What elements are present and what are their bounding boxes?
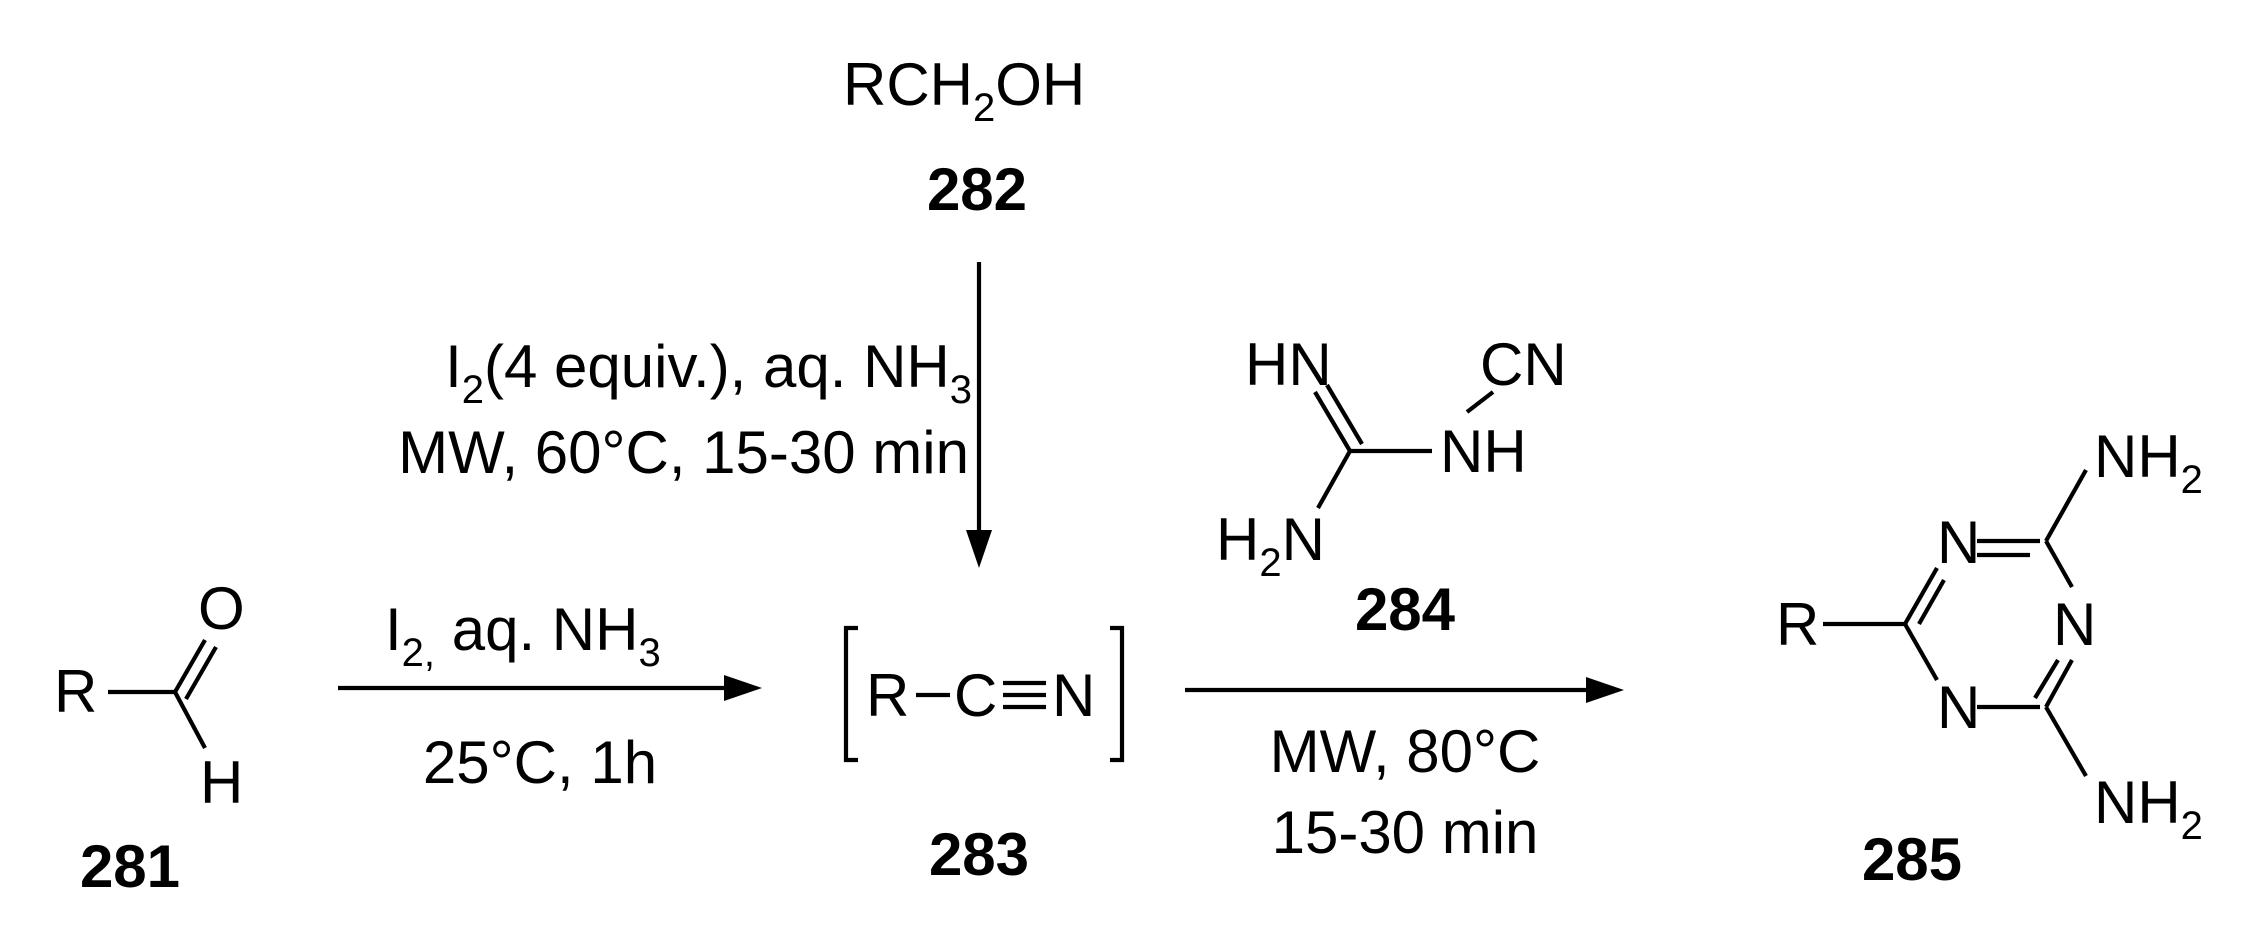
bond-c-o-2 (184, 645, 218, 701)
compound-284-cn-label: CN (1480, 331, 1567, 398)
bond-c2-nh2 (2044, 468, 2088, 543)
bond-c-nh2 (1316, 449, 1352, 510)
ring-bond-c6-n1-inner (1917, 578, 1946, 626)
compound-282-formula-main: RCH (843, 51, 973, 118)
ring-bond-n5-c6 (1903, 622, 1939, 682)
vertical-condition-line1: I2(4 equiv.), aq. NH3 (445, 333, 972, 412)
nh2-top-main: NH (2094, 423, 2181, 490)
nh2-bottom-main: NH (2094, 769, 2181, 836)
bond-c-h (173, 691, 207, 749)
compound-284-h2n-subscript: 2 (1259, 541, 1281, 585)
svg-text:NH2: NH2 (2094, 769, 2203, 848)
ring-bond-n3-c4 (2044, 658, 2074, 709)
step1-reagent-text: aq. NH (435, 596, 638, 663)
ring-bond-c6-n1 (1903, 566, 1939, 626)
step1-iodine: I (385, 596, 402, 663)
vertical-condition-line2: MW, 60°C, 15-30 min (398, 419, 969, 486)
bracket-right (1110, 625, 1125, 763)
bond-nh-cn (1465, 390, 1495, 414)
vertical-condition-reagent-text: (4 equiv.), aq. NH (484, 333, 950, 400)
compound-284: HN CN NH H2N 284 (1216, 331, 1567, 643)
vertical-condition-iodine: I (445, 333, 462, 400)
ring-n5-label: N (1937, 674, 1980, 741)
compound-284-nh-label: NH (1440, 418, 1527, 485)
compound-281-o-label: O (198, 575, 245, 642)
ring-n1-label: N (1937, 509, 1980, 576)
compound-282: RCH2OH 282 (843, 51, 1085, 223)
ring-bond-c2-n3 (2044, 539, 2074, 589)
ring-n3-label: N (2053, 591, 2096, 658)
compound-282-number: 282 (927, 156, 1027, 223)
arrow-step2 (1185, 677, 1624, 703)
bond-c-o-1 (173, 638, 207, 694)
compound-283-c-label: C (954, 662, 997, 729)
compound-283-r-label: R (866, 662, 909, 729)
nh2-bottom-subscript: 2 (2181, 804, 2203, 848)
step1-condition-above: I2, aq. NH3 (385, 596, 661, 675)
compound-284-h2n-h: H (1216, 506, 1259, 573)
compound-284-number: 284 (1355, 576, 1456, 643)
compound-281: R O H 281 (54, 575, 245, 900)
compound-281-r-label: R (54, 658, 97, 725)
compound-283: R C N 283 (843, 625, 1125, 888)
svg-text:RCH2OH: RCH2OH (843, 51, 1085, 130)
arrow-step1 (338, 675, 762, 701)
compound-281-h-label: H (200, 749, 243, 816)
vertical-condition-ammonia-subscript: 3 (950, 368, 972, 412)
compound-285-r-label: R (1776, 591, 1819, 658)
step1-condition-below: 25°C, 1h (423, 729, 657, 796)
step1-iodine-subscript: 2, (402, 631, 435, 675)
vertical-conditions: I2(4 equiv.), aq. NH3 MW, 60°C, 15-30 mi… (398, 333, 972, 486)
compound-283-number: 283 (929, 821, 1029, 888)
compound-284-hn-label: HN (1245, 331, 1332, 398)
bond-c4-nh2 (2044, 705, 2088, 778)
compound-282-formula-tail: OH (995, 51, 1085, 118)
svg-text:H2N: H2N (1216, 506, 1325, 585)
step1-ammonia-subscript: 3 (638, 631, 660, 675)
ring-bond-n3-c4-inner (2033, 658, 2060, 700)
bond-c-nh-imine-1 (1313, 390, 1352, 453)
step2-condition-line2: 15-30 min (1272, 799, 1539, 866)
compound-285: R N N N NH2 NH2 285 (1776, 423, 2203, 893)
step2-condition-line1: MW, 80°C (1270, 718, 1541, 785)
compound-283-n-label: N (1052, 662, 1095, 729)
svg-text:NH2: NH2 (2094, 423, 2203, 502)
step2-conditions: MW, 80°C 15-30 min (1270, 718, 1541, 866)
step1-conditions: I2, aq. NH3 25°C, 1h (385, 596, 661, 796)
bracket-left (843, 625, 858, 763)
vertical-arrow (966, 262, 992, 568)
compound-282-formula-subscript: 2 (973, 86, 995, 130)
compound-281-number: 281 (80, 833, 180, 900)
compound-285-number: 285 (1862, 826, 1962, 893)
compound-284-h2n-n: N (1282, 506, 1325, 573)
nh2-top-subscript: 2 (2181, 458, 2203, 502)
vertical-condition-iodine-subscript: 2 (462, 368, 484, 412)
bond-c-nh-imine-2 (1325, 383, 1364, 446)
